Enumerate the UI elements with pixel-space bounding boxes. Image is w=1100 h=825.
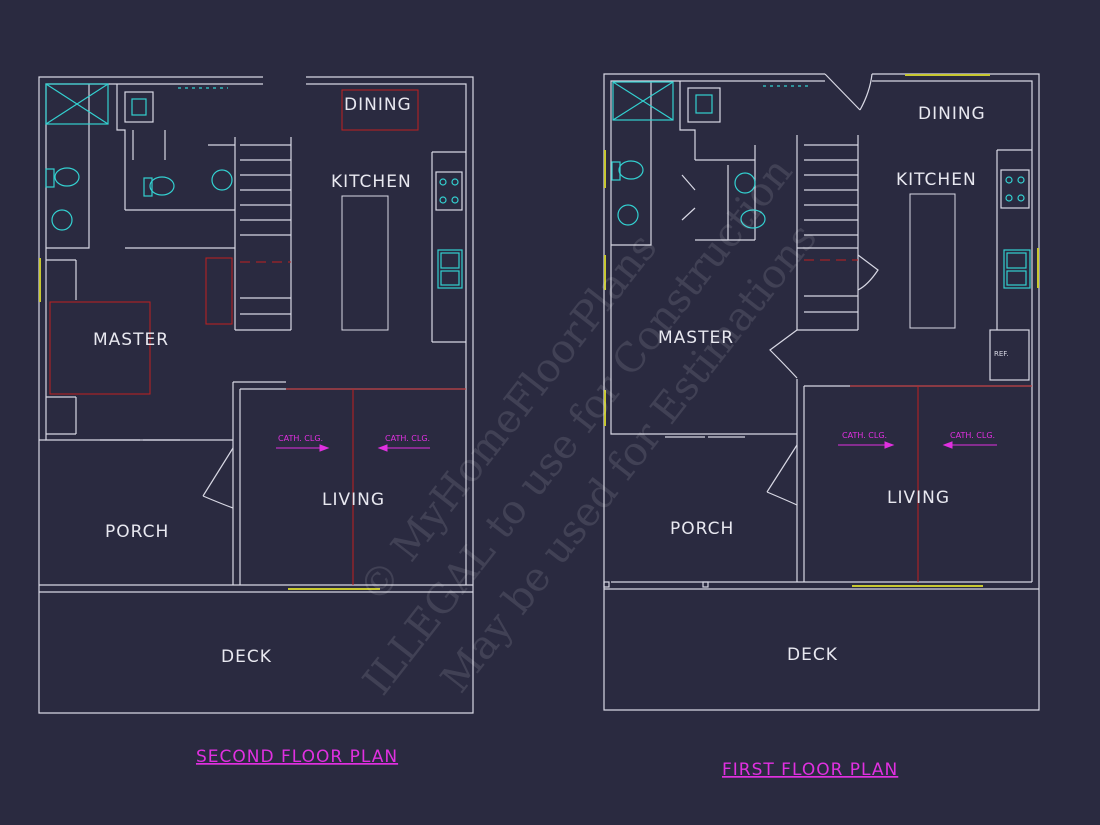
first-kitchen-label: KITCHEN bbox=[896, 170, 977, 190]
second-porch-label: PORCH bbox=[105, 522, 169, 542]
kitchen-sink-icon bbox=[437, 249, 463, 289]
second-floor-stairs bbox=[240, 144, 291, 315]
toilet-icon bbox=[618, 160, 644, 180]
first-deck-label: DECK bbox=[787, 645, 838, 665]
sink-icon bbox=[51, 209, 73, 231]
second-dining-label: DINING bbox=[344, 95, 412, 115]
second-living-label: LIVING bbox=[322, 490, 385, 510]
second-floor-title: SECOND FLOOR PLAN bbox=[196, 747, 398, 767]
watermark-line-2: ILLEGAL to use for Construction bbox=[354, 149, 801, 703]
first-floor-interior-walls bbox=[611, 81, 1032, 381]
sink-icon bbox=[734, 172, 756, 194]
first-floor-pantry-door bbox=[857, 254, 879, 291]
toilet-icon bbox=[54, 167, 80, 187]
second-floor-cathedral-arrows bbox=[276, 444, 430, 452]
first-porch-label: PORCH bbox=[670, 519, 734, 539]
second-cath-right-note: CATH. CLG. bbox=[385, 434, 430, 443]
first-floor-stairs bbox=[804, 144, 858, 313]
second-floor-windows bbox=[39, 258, 380, 590]
sink-icon bbox=[211, 169, 233, 191]
kitchen-island bbox=[909, 193, 956, 329]
first-floor-title: FIRST FLOOR PLAN bbox=[722, 760, 898, 780]
first-floor-furniture bbox=[804, 193, 1032, 582]
first-cath-right-note: CATH. CLG. bbox=[950, 431, 995, 440]
dining-table bbox=[341, 89, 419, 131]
second-cath-left-note: CATH. CLG. bbox=[278, 434, 323, 443]
shower-icon bbox=[612, 81, 674, 121]
second-floor-porch-door bbox=[202, 447, 234, 509]
first-floor-fixtures bbox=[611, 81, 1031, 289]
range-icon bbox=[435, 171, 463, 211]
second-deck-label: DECK bbox=[221, 647, 272, 667]
first-floor-entry-door bbox=[824, 73, 873, 111]
first-floor-closet-door bbox=[681, 174, 696, 221]
first-living-label: LIVING bbox=[887, 488, 950, 508]
kitchen-island bbox=[341, 195, 389, 331]
second-floor-furniture bbox=[49, 89, 466, 585]
first-cath-left-note: CATH. CLG. bbox=[842, 431, 887, 440]
shower-icon bbox=[45, 83, 109, 125]
first-dining-label: DINING bbox=[918, 104, 986, 124]
range-icon bbox=[1000, 169, 1030, 209]
second-floor-interior-walls bbox=[46, 84, 466, 435]
first-floor-cathedral-arrows bbox=[838, 441, 997, 449]
second-master-label: MASTER bbox=[93, 330, 169, 350]
kitchen-sink-icon bbox=[1003, 249, 1031, 289]
master-bed bbox=[49, 301, 151, 395]
sink-icon bbox=[617, 204, 639, 226]
second-floor-exterior-walls bbox=[38, 76, 474, 714]
first-floor-master-door bbox=[769, 329, 798, 379]
first-floor-plan bbox=[603, 73, 1040, 711]
second-kitchen-label: KITCHEN bbox=[331, 172, 412, 192]
watermark-line-1: © MyHomeFloorPlans bbox=[350, 225, 666, 611]
first-master-label: MASTER bbox=[658, 328, 734, 348]
toilet-icon bbox=[149, 176, 175, 196]
second-floor-fixtures bbox=[45, 83, 463, 289]
refrigerator bbox=[989, 329, 1030, 381]
first-floor-porch-door bbox=[766, 444, 798, 506]
toilet-icon bbox=[740, 209, 766, 229]
first-floor-windows bbox=[604, 74, 1039, 587]
second-floor-plan bbox=[38, 76, 474, 714]
refrigerator-note: REF. bbox=[994, 350, 1008, 358]
